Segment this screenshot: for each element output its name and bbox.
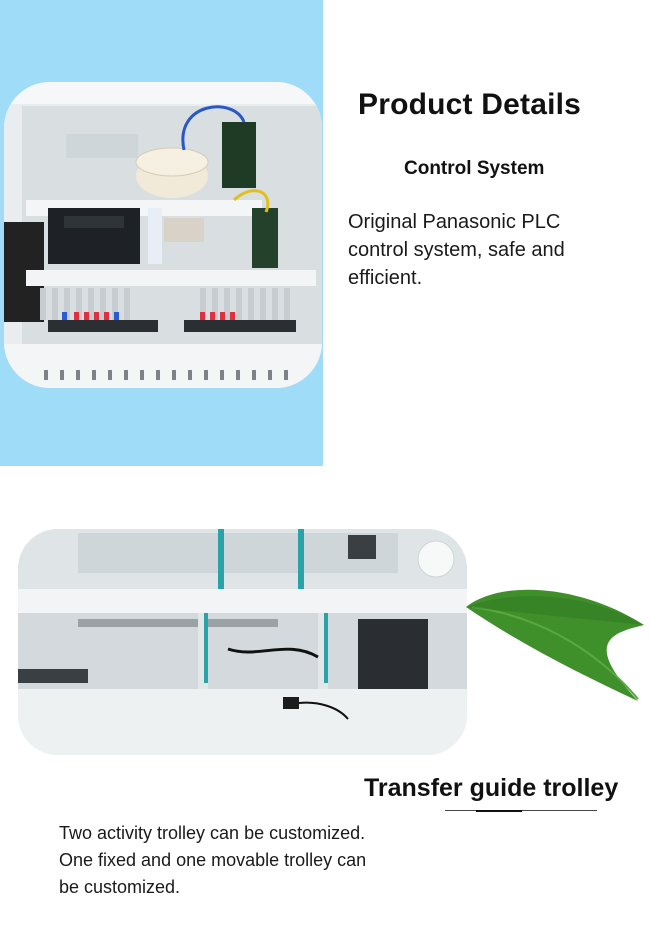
description-line-2: One fixed and one movable trolley can	[59, 850, 367, 870]
control-system-subtitle: Control System	[404, 158, 545, 179]
control-cabinet-photo	[4, 82, 322, 388]
decorative-leaf-image	[462, 585, 650, 705]
description-line-1: Two activity trolley can be customized.	[59, 823, 366, 843]
description-line-3: be customized.	[59, 877, 181, 897]
transfer-trolley-title: Transfer guide trolley	[364, 774, 619, 802]
control-system-description: Original Panasonic PLC control system, s…	[348, 211, 565, 289]
title-underline-accent	[476, 810, 522, 812]
transfer-trolley-description: Two activity trolley can be customized. …	[59, 820, 439, 901]
page-title: Product Details	[358, 88, 582, 121]
transfer-trolley-photo	[18, 529, 467, 755]
